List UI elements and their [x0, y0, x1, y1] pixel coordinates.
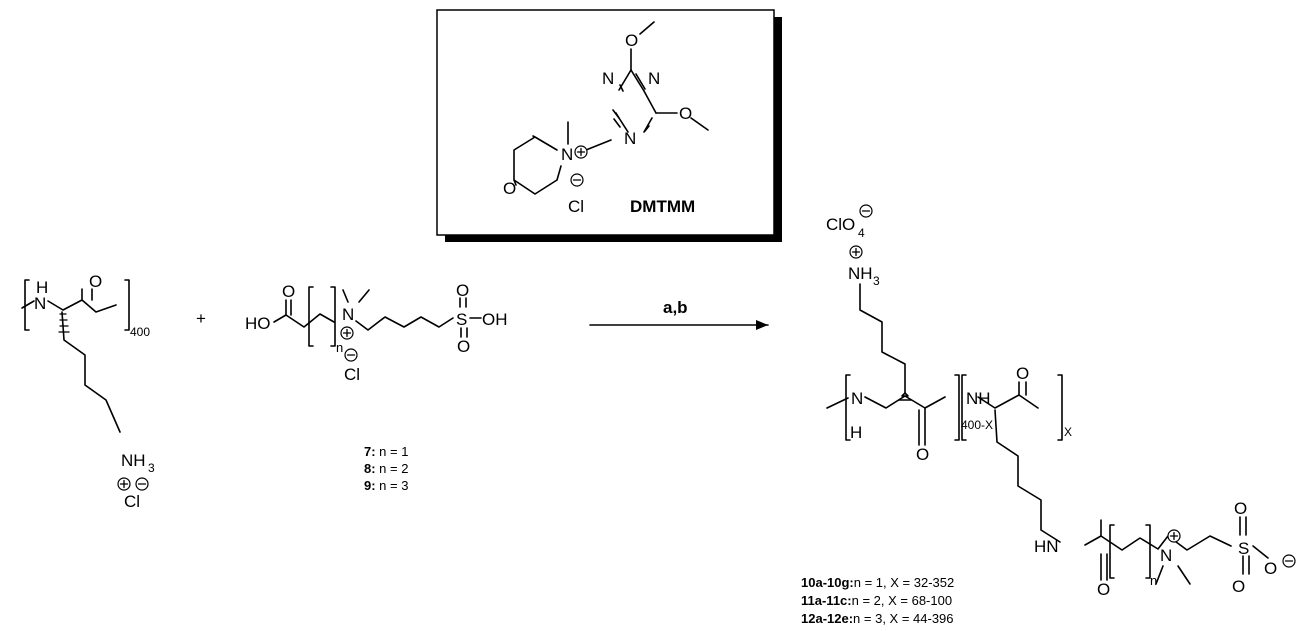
product-nh3-subscript: 3	[873, 274, 880, 288]
compound-labels-7-9: 7: n = 1 8: n = 2 9: n = 3	[364, 444, 408, 493]
triazine-double-bond-1	[630, 69, 646, 92]
product-betaine-brackets	[1109, 524, 1151, 579]
product-nh-amide: NH	[966, 389, 991, 408]
plus-charge-icon	[340, 326, 354, 340]
reaction-conditions: a,b	[663, 298, 688, 317]
sulfonate-oh: OH	[482, 310, 508, 329]
product-repeat-brackets-2	[961, 374, 1063, 441]
sulfobetaine-repeat-brackets	[308, 286, 336, 347]
triazine-ring-bonds	[615, 69, 657, 133]
dmtmm-o-morpholine: O	[503, 179, 516, 198]
compound-8-label: 8: n = 2	[364, 461, 408, 476]
polylysine-chloride: Cl	[124, 492, 140, 511]
reaction-arrow: a,b	[589, 298, 769, 330]
minus-charge-icon	[1282, 554, 1296, 568]
dmtmm-n-bottom: N	[624, 129, 636, 148]
methoxy-right-bonds	[655, 112, 709, 131]
product-o-1: O	[916, 445, 929, 464]
polylysine-side-chain	[61, 311, 121, 433]
product-repeat-x: X	[1064, 425, 1072, 439]
product-label-12a-12e: 12a-12e:n = 3, X = 44-396	[801, 611, 954, 626]
product-backbone-2	[977, 381, 1039, 409]
polylysine-nh: NH	[121, 451, 146, 470]
perchlorate-clo: ClO	[826, 215, 855, 234]
minus-charge-icon	[135, 477, 149, 491]
sulfonate-o-bottom: O	[457, 337, 470, 356]
product-repeat-400-x: 400-X	[961, 418, 993, 432]
product-repeat-brackets-1	[845, 374, 960, 441]
product-sulfonate-s: S	[1238, 539, 1249, 558]
polylysine-h: H	[36, 278, 48, 297]
product-sulfonate-o-bottom: O	[1232, 577, 1245, 596]
product-backbone-1	[826, 395, 946, 446]
acid-carbonyl-o: O	[282, 282, 295, 301]
product-nh: NH	[848, 264, 873, 283]
product-betaine-chain	[1084, 519, 1232, 551]
product: ClO 4 NH 3 N H O NH 400-X O X HN O n	[826, 204, 1296, 599]
polylysine-stereo-hash	[58, 313, 70, 333]
dmtmm-box: O N N N O N O Cl DMTMM	[436, 9, 782, 242]
sulfonate-s: S	[456, 310, 467, 329]
product-labels: 10a-10g:n = 1, X = 32-352 11a-11c:n = 2,…	[801, 575, 954, 626]
minus-charge-icon	[859, 204, 873, 218]
arrow-head	[756, 320, 768, 330]
dmtmm-o-right: O	[679, 104, 692, 123]
polylysine-nh3-subscript: 3	[148, 461, 155, 475]
sulfonate-o-top: O	[456, 281, 469, 300]
product-n-methyls	[1155, 565, 1191, 585]
triazine-double-bond-3	[644, 125, 650, 132]
compound-9-label: 9: n = 3	[364, 478, 408, 493]
product-sulfonate-bonds	[1239, 516, 1269, 575]
minus-charge-icon	[344, 348, 358, 362]
plus-charge-icon	[1167, 529, 1181, 543]
product-o-amide: O	[1097, 580, 1110, 599]
product-hn: HN	[1034, 537, 1059, 556]
dmtmm-chloride: Cl	[568, 197, 584, 216]
perchlorate-subscript: 4	[858, 226, 865, 240]
plus-charge-icon	[574, 145, 588, 159]
polylysine: H N O 400 NH 3 Cl	[21, 272, 155, 511]
product-label-11a-11c: 11a-11c:n = 2, X = 68-100	[801, 593, 952, 608]
product-h: H	[850, 423, 862, 442]
sulfobetaine-acid: HO O n N Cl O S OH O	[245, 281, 508, 384]
plus-sign: +	[196, 309, 206, 328]
box-frame	[436, 9, 775, 236]
polylysine-repeat-brackets	[24, 279, 130, 331]
product-o-2: O	[1016, 364, 1029, 383]
polylysine-n: N	[34, 294, 46, 313]
morpholine-ring	[513, 135, 562, 195]
triazine-double-bond-2	[612, 109, 621, 128]
sulfonate-bonds	[459, 297, 482, 338]
plus-charge-icon	[117, 477, 131, 491]
product-sulfonate-o-top: O	[1234, 499, 1247, 518]
acid-ammonium-n: N	[342, 305, 354, 324]
product-n: N	[851, 389, 863, 408]
product-lysine-side-chain	[859, 283, 906, 394]
polylysine-o: O	[89, 272, 102, 291]
product-modified-side-chain	[994, 409, 1061, 543]
sulfobetaine-acid-bonds	[273, 299, 335, 328]
plus-charge-icon	[849, 245, 863, 259]
morpholine-o-bond	[513, 179, 517, 186]
compound-7-label: 7: n = 1	[364, 444, 408, 459]
product-amide-carbonyl	[1100, 553, 1108, 581]
dmtmm-label: DMTMM	[630, 197, 695, 216]
product-ammonium-n: N	[1160, 546, 1172, 565]
polylysine-backbone	[21, 288, 117, 313]
dmtmm-n-left: N	[602, 69, 614, 88]
sulfobetaine-chain	[342, 289, 454, 331]
dmtmm-n-right: N	[648, 69, 660, 88]
minus-charge-icon	[570, 173, 584, 187]
polylysine-repeat-count: 400	[130, 325, 150, 339]
product-label-10a-10g: 10a-10g:n = 1, X = 32-352	[801, 575, 954, 590]
dmtmm-n-plus: N	[561, 145, 573, 164]
acid-ho: HO	[245, 314, 271, 333]
acid-chloride: Cl	[344, 365, 360, 384]
dmtmm-o-top: O	[625, 31, 638, 50]
product-n-index: n	[1150, 573, 1157, 588]
methoxy-top-bonds	[630, 21, 655, 71]
product-sulfonate-o-minus: O	[1264, 559, 1277, 578]
acid-n-index: n	[336, 340, 343, 355]
